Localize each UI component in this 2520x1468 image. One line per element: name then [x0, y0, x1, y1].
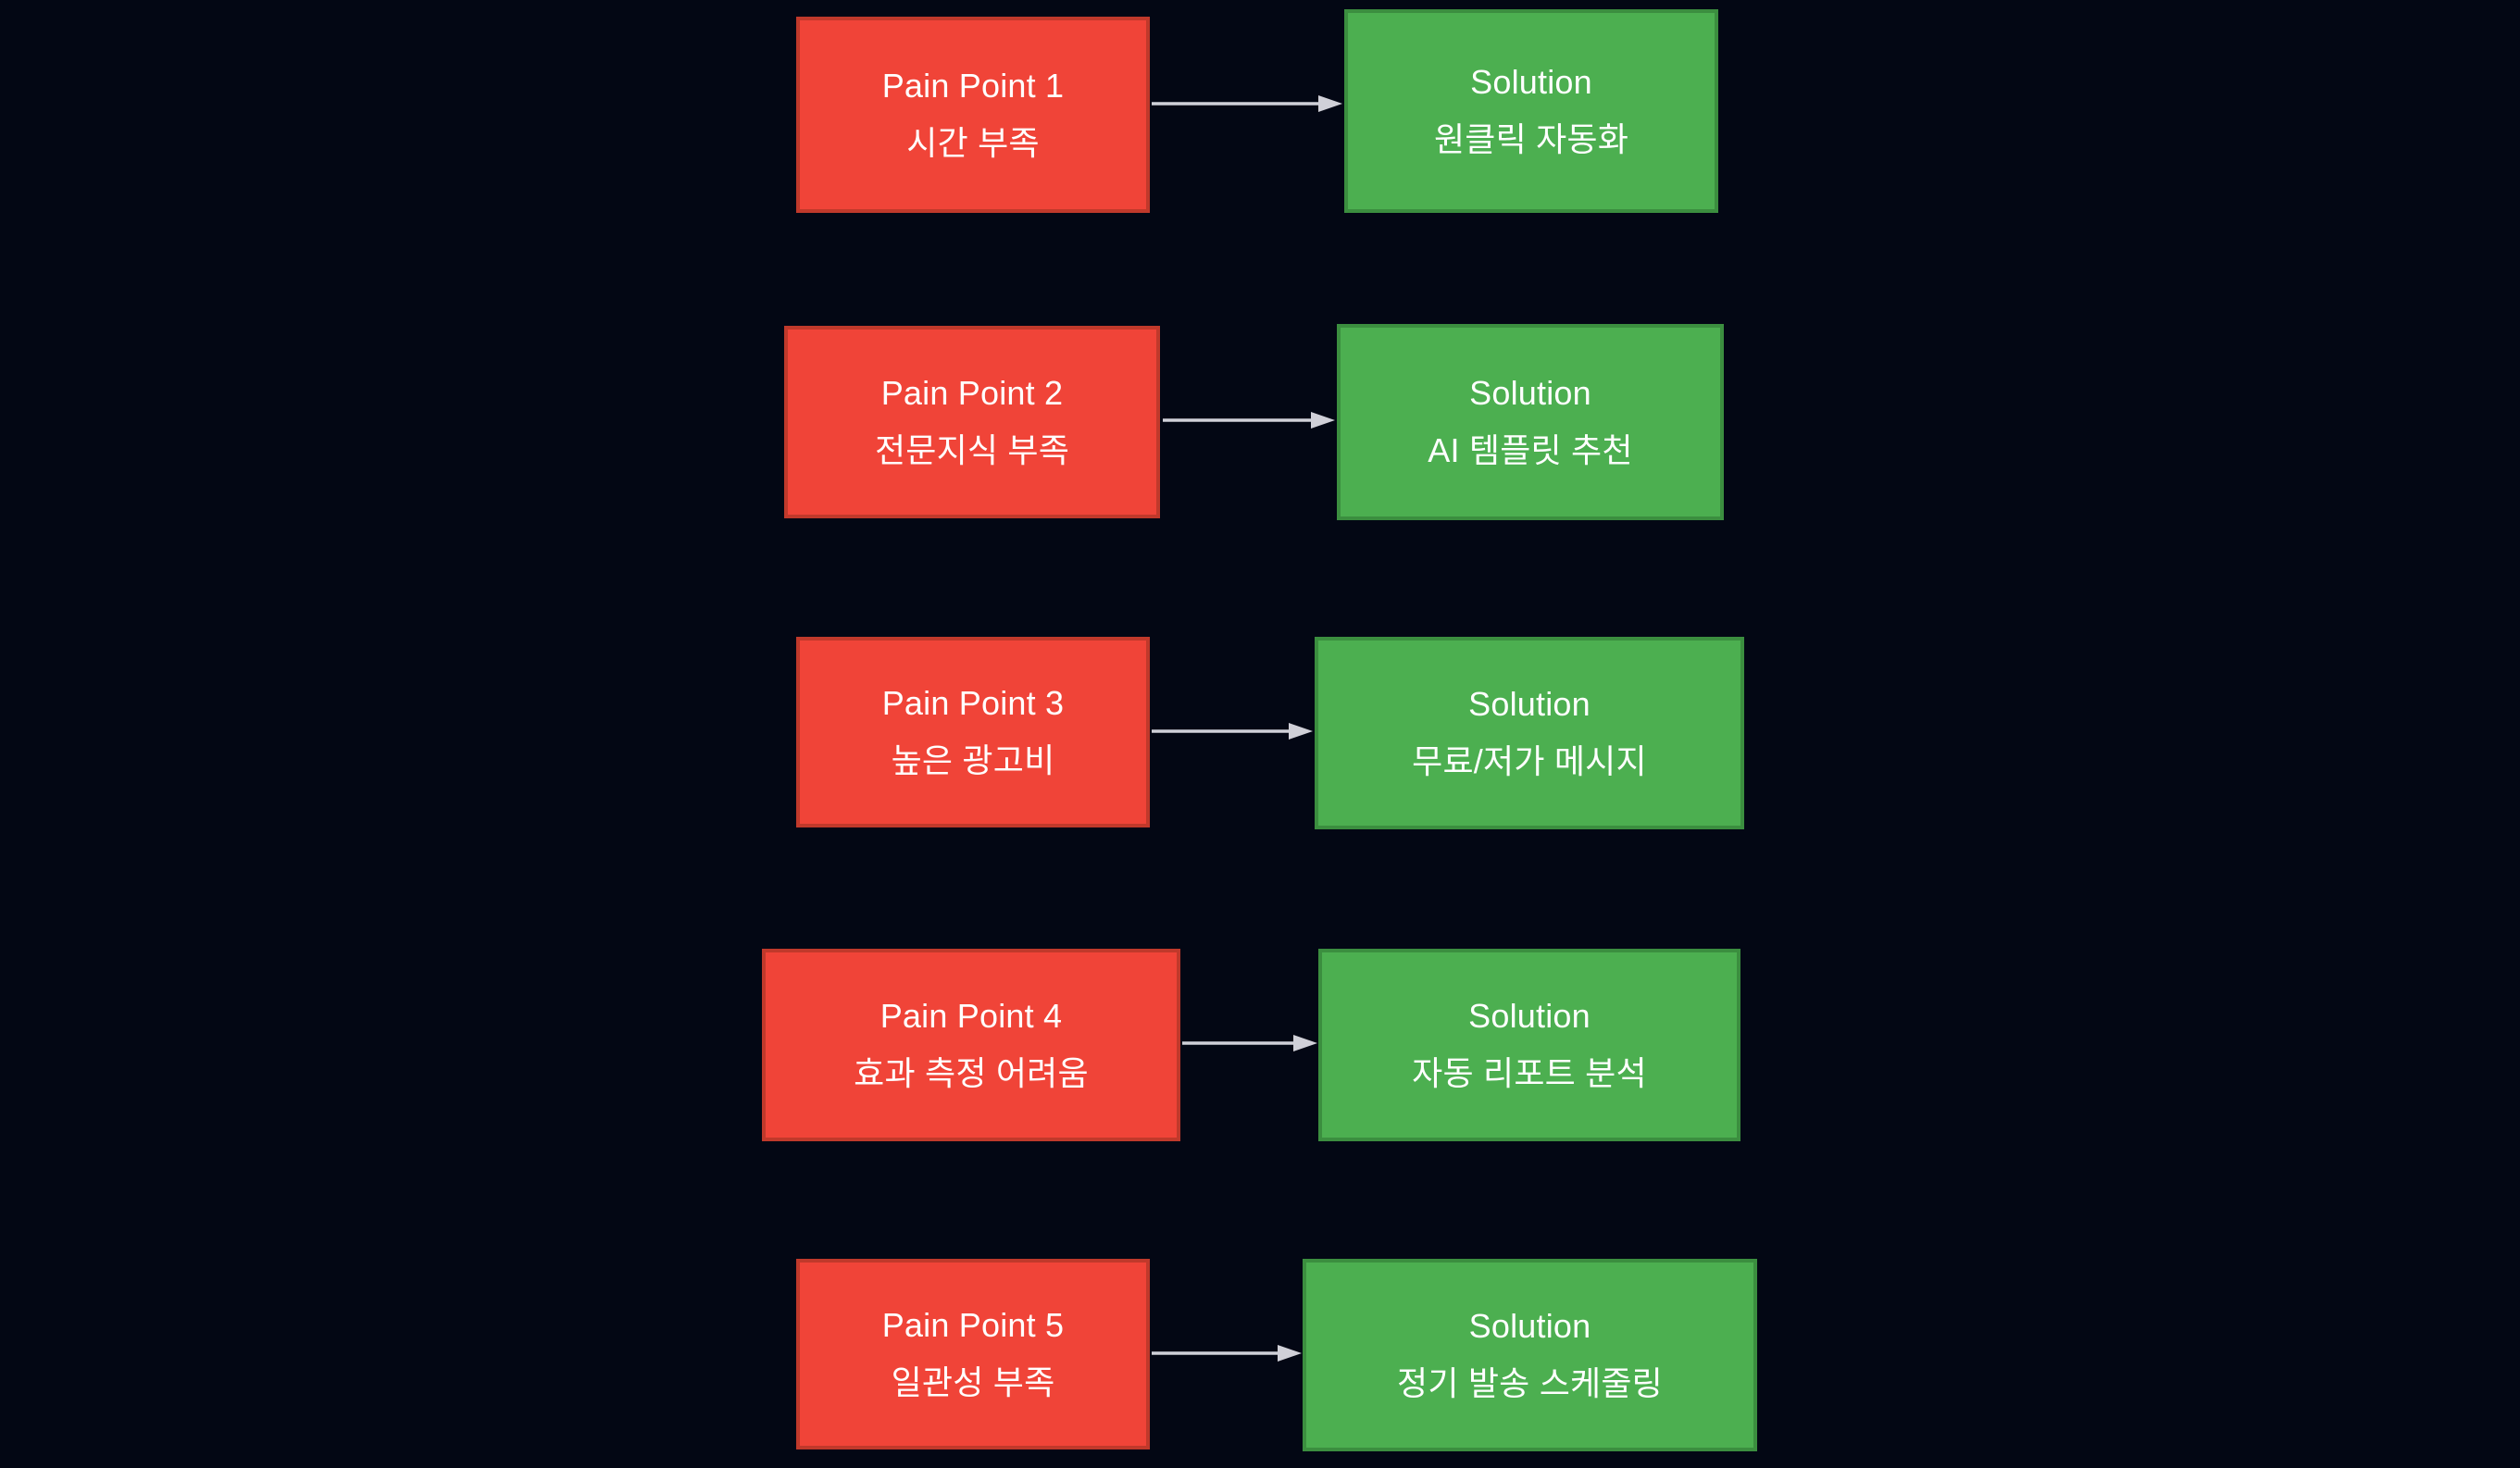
pain-point-detail: 일관성 부족 [891, 1363, 1055, 1401]
solution-detail: 자동 리포트 분석 [1412, 1054, 1647, 1092]
flow-arrow-4 [1182, 1034, 1317, 1052]
solution-detail: 무료/저가 메시지 [1412, 742, 1647, 780]
solution-detail: 정기 발송 스케줄링 [1397, 1364, 1663, 1402]
pain-point-detail: 전문지식 부족 [874, 431, 1070, 469]
pain-point-node-3[interactable]: Pain Point 3 높은 광고비 [796, 637, 1150, 827]
flow-arrow-5 [1152, 1344, 1302, 1362]
flow-arrow-2 [1163, 411, 1335, 429]
solution-node-4[interactable]: Solution 자동 리포트 분석 [1318, 949, 1740, 1141]
pain-point-node-1[interactable]: Pain Point 1 시간 부족 [796, 17, 1150, 213]
pain-point-title: Pain Point 3 [881, 684, 1065, 722]
solution-title: Solution [1468, 685, 1591, 723]
solution-title: Solution [1468, 997, 1591, 1035]
flow-arrow-3 [1152, 722, 1313, 740]
solution-title: Solution [1469, 374, 1591, 412]
solution-detail: 원클릭 자동화 [1433, 120, 1629, 158]
pain-point-title: Pain Point 5 [881, 1306, 1065, 1344]
pain-point-node-2[interactable]: Pain Point 2 전문지식 부족 [784, 326, 1160, 518]
solution-node-5[interactable]: Solution 정기 발송 스케줄링 [1303, 1259, 1757, 1451]
pain-point-node-4[interactable]: Pain Point 4 효과 측정 어려움 [762, 949, 1180, 1141]
pain-point-detail: 효과 측정 어려움 [854, 1054, 1089, 1092]
solution-title: Solution [1468, 1307, 1591, 1345]
pain-point-detail: 높은 광고비 [891, 741, 1055, 779]
solution-node-3[interactable]: Solution 무료/저가 메시지 [1315, 637, 1744, 829]
pain-point-title: Pain Point 1 [881, 67, 1065, 105]
solution-title: Solution [1470, 63, 1592, 101]
pain-point-detail: 시간 부족 [906, 124, 1040, 162]
flow-arrow-1 [1152, 94, 1342, 113]
solution-node-1[interactable]: Solution 원클릭 자동화 [1344, 9, 1718, 213]
pain-point-node-5[interactable]: Pain Point 5 일관성 부족 [796, 1259, 1150, 1449]
solution-node-2[interactable]: Solution AI 템플릿 추천 [1337, 324, 1724, 520]
pain-point-title: Pain Point 4 [880, 997, 1063, 1035]
pain-point-title: Pain Point 2 [880, 374, 1064, 412]
solution-detail: AI 템플릿 추천 [1428, 431, 1633, 469]
